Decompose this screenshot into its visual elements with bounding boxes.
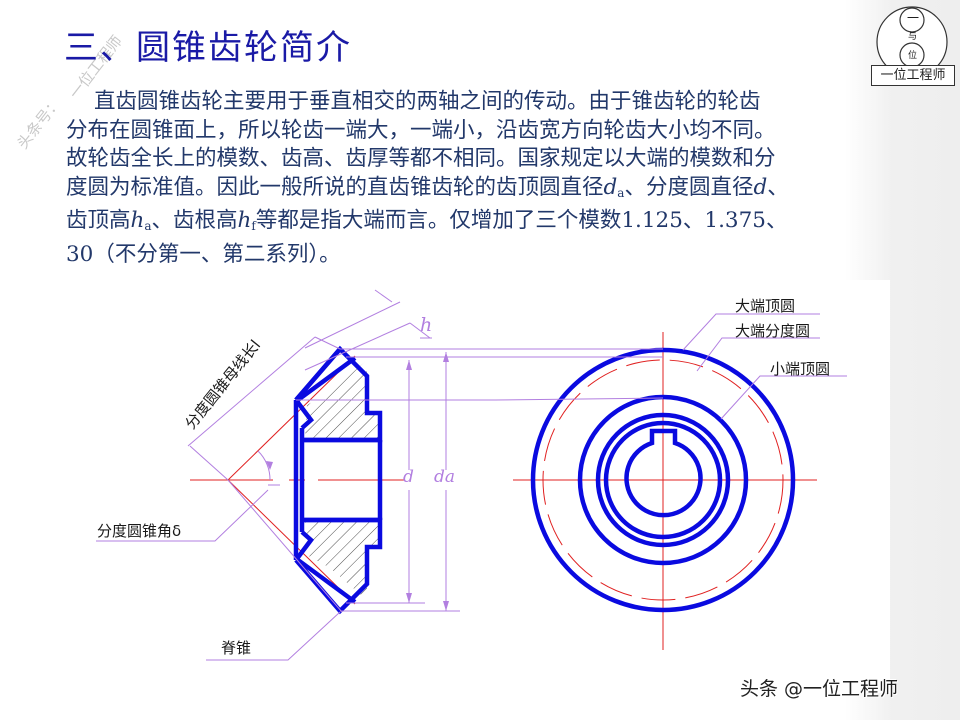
logo-bottom-char: 位 (908, 51, 918, 61)
label-h: h (420, 314, 433, 336)
slide-title: 三、圆锥齿轮简介 (64, 28, 352, 68)
symbol-d: d (753, 174, 768, 200)
text-span: 、分度圆直径 (624, 174, 754, 200)
subscript-a: a (144, 219, 152, 233)
paragraph-line: 齿顶高ha、齿根高hf等都是指大端而言。仅增加了三个模数1.125、1.375、 (66, 207, 936, 241)
text-span: 等都是指大端而言。仅增加了三个模数1.125、1.375、 (255, 208, 788, 233)
text-span: 度圆为标准值。因此一般所说的直齿锥齿轮的齿顶圆直径 (66, 174, 604, 200)
logo-top-char: 一 (907, 11, 920, 25)
label-da: da (434, 467, 456, 487)
paragraph-line: 分布在圆锥面上，所以轮齿一端大，一端小，沿齿宽方向轮齿大小均不同。 (66, 117, 776, 143)
axis-centerline (190, 355, 405, 605)
symbol-h: h (237, 208, 252, 233)
label-large-end-tip-circle: 大端顶圆 (735, 297, 796, 315)
subscript-a: a (617, 185, 625, 200)
projection-lines (494, 313, 847, 420)
logo-middle-char: 与 (908, 32, 918, 42)
symbol-d: d (603, 174, 618, 200)
text-span: 、齿根高 (151, 208, 238, 233)
label-small-end-tip-circle: 小端顶圆 (770, 360, 831, 378)
front-centerlines (513, 332, 817, 650)
gear-section-outline (293, 345, 383, 615)
paragraph-line: 直齿圆锥齿轮主要用于垂直相交的两轴之间的传动。由于锥齿轮的轮齿 (94, 89, 761, 114)
label-d: d (403, 467, 414, 487)
subscript-f: f (251, 219, 256, 233)
front-circles (530, 347, 796, 613)
text-span: 、 (767, 174, 789, 200)
paragraph-line: 度圆为标准值。因此一般所说的直齿锥齿轮的齿顶圆直径da、分度圆直径d、 (66, 174, 936, 208)
text-span: 齿顶高 (66, 208, 131, 233)
logo-icon (876, 6, 948, 78)
footer-watermark: 头条 @一位工程师 (740, 678, 899, 700)
label-pitch-cone-angle: 分度圆锥角δ (97, 522, 182, 540)
dimension-lines (96, 289, 495, 661)
symbol-h: h (130, 208, 145, 233)
logo-label: 一位工程师 (871, 65, 955, 86)
paragraph-line: 故轮齿全长上的模数、齿高、齿厚等都不相同。国家规定以大端的模数和分 (66, 146, 776, 171)
label-large-end-pitch-circle: 大端分度圆 (735, 322, 811, 340)
label-back-cone: 脊锥 (221, 639, 252, 657)
dimension-arrowheads (266, 352, 449, 611)
intro-paragraph: 直齿圆锥齿轮主要用于垂直相交的两轴之间的传动。由于锥齿轮的轮齿 分布在圆锥面上，… (66, 88, 936, 269)
paragraph-line: 30（不分第一、第二系列）。 (66, 241, 341, 267)
